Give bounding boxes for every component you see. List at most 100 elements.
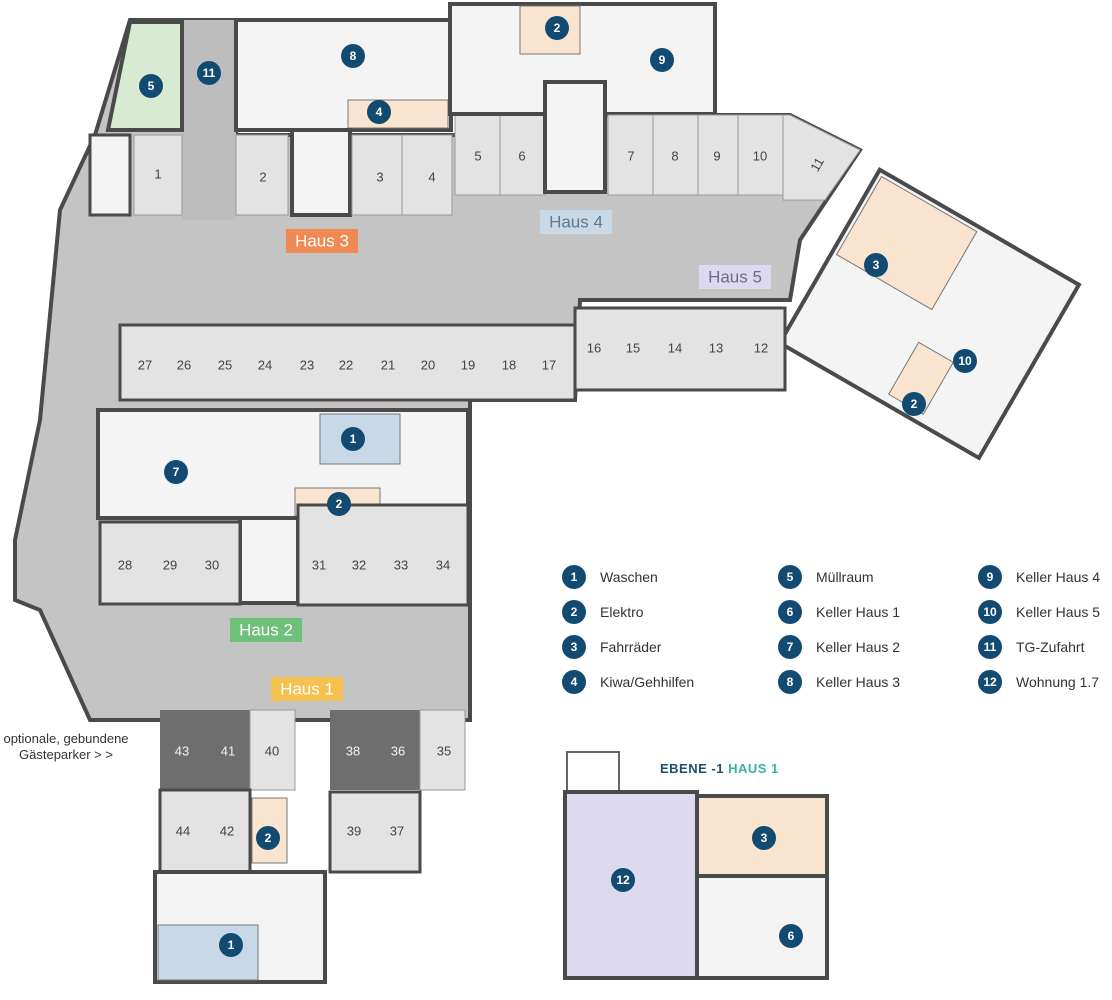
- legend-badge: 7: [778, 635, 802, 659]
- svg-text:5: 5: [148, 79, 155, 93]
- parking-slot-34: 34: [436, 557, 450, 572]
- room-badge-10: 10: [953, 349, 977, 373]
- parking-slot-14: 14: [668, 340, 682, 355]
- parking-dark-36: [375, 710, 420, 790]
- parking-slot-1: 1: [154, 166, 161, 181]
- house-label-haus2: Haus 2: [230, 618, 302, 642]
- parking-slot-33: 33: [394, 557, 408, 572]
- parking-row-31: [296, 503, 470, 607]
- svg-text:Haus 1: Haus 1: [280, 679, 334, 698]
- room-badge-11: 11: [197, 61, 221, 85]
- parking-40: [249, 709, 296, 791]
- parking-dark-38: [330, 710, 375, 790]
- stair-haus3: [290, 128, 352, 217]
- parking-slot-35: 35: [437, 743, 451, 758]
- parking-slot-12: 12: [754, 340, 768, 355]
- parking-slot-40: 40: [265, 743, 279, 758]
- legend-badge: 9: [978, 565, 1002, 589]
- house-label-haus5: Haus 5: [699, 265, 771, 289]
- parking-slot-6: 6: [518, 148, 525, 163]
- parking-slot-29: 29: [163, 557, 177, 572]
- parking-slot-4: 4: [428, 169, 435, 184]
- room-badge-3: 3: [752, 826, 776, 850]
- parking-slot-27: 27: [138, 357, 152, 372]
- legend-label: Keller Haus 5: [1016, 604, 1101, 620]
- room-badge-12: 12: [611, 868, 635, 892]
- legend-item-4: 4 Kiwa/Gehhilfen: [562, 669, 694, 695]
- parking-44-42: [158, 788, 252, 874]
- svg-text:12: 12: [616, 873, 630, 887]
- house-label-haus4: Haus 4: [540, 210, 612, 234]
- slot-box-9: [697, 114, 739, 196]
- legend-item-12: 12 Wohnung 1.7: [978, 669, 1099, 695]
- svg-text:2: 2: [911, 397, 918, 411]
- parking-slot-18: 18: [502, 357, 516, 372]
- parking-row-28: [98, 520, 242, 606]
- parking-slot-3: 3: [376, 169, 383, 184]
- legend-label: Kiwa/Gehhilfen: [600, 674, 695, 690]
- room-badge-1: 1: [219, 933, 243, 957]
- legend-label: Keller Haus 1: [816, 604, 901, 620]
- level-house: HAUS 1: [728, 761, 779, 776]
- room-badge-8: 8: [341, 44, 365, 68]
- parking-slot-15: 15: [626, 340, 640, 355]
- legend-item-10: 10 Keller Haus 5: [978, 599, 1100, 625]
- parking-39-37: [328, 790, 422, 874]
- house-label-haus1: Haus 1: [271, 677, 343, 701]
- ramp: [182, 20, 236, 220]
- parking-slot-8: 8: [671, 148, 678, 163]
- guest-parking-note: optionale, gebundene Gästeparker > >: [3, 731, 129, 762]
- legend-badge: 4: [562, 670, 586, 694]
- slot-box-10: [737, 114, 784, 196]
- svg-text:4: 4: [376, 105, 383, 119]
- parking-slot-30: 30: [205, 557, 219, 572]
- parking-slot-19: 19: [461, 357, 475, 372]
- room-badge-2: 2: [545, 16, 569, 40]
- svg-text:2: 2: [554, 21, 561, 35]
- svg-text:2: 2: [336, 497, 343, 511]
- room-badge-7: 7: [164, 460, 188, 484]
- parking-slot-17: 17: [542, 357, 556, 372]
- legend-label: Elektro: [600, 604, 644, 620]
- parking-slot-44: 44: [176, 823, 190, 838]
- legend-badge: 11: [978, 635, 1002, 659]
- room-badge-9: 9: [650, 48, 674, 72]
- legend-badge: 12: [978, 670, 1002, 694]
- room-badge-3: 3: [864, 253, 888, 277]
- legend-label: Wohnung 1.7: [1016, 674, 1100, 690]
- parking-slot-41: 41: [221, 743, 235, 758]
- svg-text:Haus 4: Haus 4: [549, 212, 603, 231]
- inset-balcony: [566, 751, 620, 793]
- parking-slot-23: 23: [300, 357, 314, 372]
- house-layer: Haus 3 Haus 4 Haus 5 Haus 2 Haus 1: [230, 210, 771, 701]
- parking-slot-32: 32: [352, 557, 366, 572]
- level-prefix: EBENE -1: [660, 761, 724, 776]
- parking-slot-22: 22: [339, 357, 353, 372]
- inset-keller: [695, 874, 829, 980]
- parking-slot-20: 20: [421, 357, 435, 372]
- svg-text:3: 3: [761, 831, 768, 845]
- parking-slot-43: 43: [175, 743, 189, 758]
- parking-slot-26: 26: [177, 357, 191, 372]
- room-badge-2: 2: [902, 392, 926, 416]
- slot-box-1: [133, 134, 183, 216]
- parking-slot-37: 37: [390, 823, 404, 838]
- room-badge-1: 1: [341, 427, 365, 451]
- svg-text:Haus 3: Haus 3: [295, 231, 349, 250]
- parking-slot-24: 24: [258, 357, 272, 372]
- parking-slot-7: 7: [627, 148, 634, 163]
- room-top-left-small: [88, 133, 132, 217]
- keller-haus2: [96, 408, 470, 520]
- legend-badge: 5: [778, 565, 802, 589]
- legend-badge: 10: [978, 600, 1002, 624]
